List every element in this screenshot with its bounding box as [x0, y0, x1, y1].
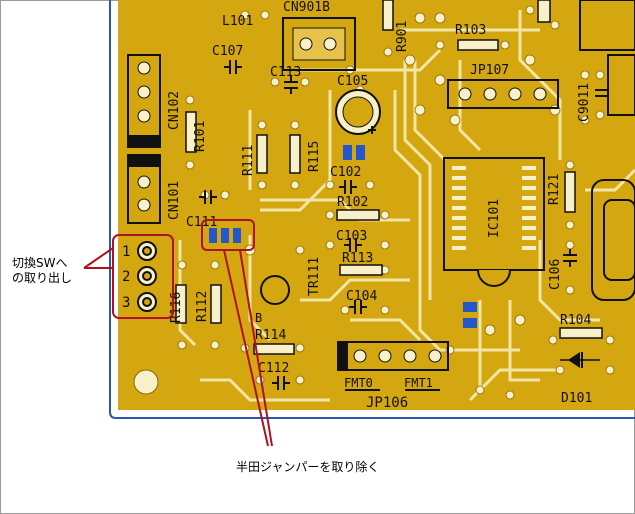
jumper-highlight [201, 219, 255, 251]
label-c113: C113 [270, 65, 301, 80]
label-r103: R103 [455, 23, 486, 38]
board-edge [109, 0, 635, 419]
jumper-pointer-left [223, 249, 269, 447]
label-pin-2: 2 [122, 269, 130, 285]
label-d101: D101 [561, 391, 592, 406]
label-c102: C102 [330, 165, 361, 180]
label-l101: L101 [222, 14, 253, 29]
silkscreen-labels: CN901B L101 C107 R901 R103 JP107 C9011 C… [122, 0, 592, 411]
label-c104: C104 [346, 289, 377, 304]
switch-callout-line1: 切換SWへ [12, 256, 68, 270]
jumper-callout: 半田ジャンパーを取り除く [236, 460, 380, 474]
label-ic101: IC101 [487, 199, 502, 238]
label-r116: R116 [169, 292, 184, 323]
switch-pins [137, 241, 157, 312]
label-r102: R102 [337, 195, 368, 210]
label-r101: R101 [193, 121, 208, 152]
label-c106: C106 [548, 259, 563, 290]
label-c103: C103 [336, 229, 367, 244]
mounting-hole [133, 369, 159, 395]
jumper-pointer-right [239, 249, 273, 447]
label-c112: C112 [258, 361, 289, 376]
label-r114: R114 [255, 328, 286, 343]
label-r115: R115 [307, 141, 322, 172]
label-c9011: C9011 [577, 83, 592, 122]
right-components [579, 0, 635, 301]
switch-callout-line2: の取り出し [12, 271, 73, 285]
label-fmt0: FMT0 [344, 376, 373, 390]
label-r901: R901 [395, 21, 410, 52]
switch-pins-highlight [112, 234, 174, 319]
label-jp106: JP106 [366, 395, 408, 411]
label-pin-1: 1 [122, 244, 130, 260]
capacitor-symbols [199, 60, 609, 390]
cn101-connector [127, 154, 161, 224]
label-tr111: TR111 [307, 257, 322, 296]
cn901b-connector [282, 17, 356, 71]
label-cn101: CN101 [167, 181, 182, 220]
jp106-header [337, 341, 449, 391]
label-r112: R112 [195, 291, 210, 322]
label-jp107: JP107 [470, 63, 509, 78]
label-cn901b: CN901B [283, 0, 330, 15]
callout-markers [83, 219, 273, 447]
cn102-connector [127, 54, 161, 148]
tr111-transistor [260, 275, 290, 305]
label-r104: R104 [560, 313, 591, 328]
c105-capacitor [335, 89, 381, 135]
label-r111: R111 [241, 145, 256, 176]
label-r113: R113 [342, 251, 373, 266]
switch-callout: 切換SWへ の取り出し [12, 256, 72, 286]
label-c107: C107 [212, 44, 243, 59]
label-b-mark: B [255, 311, 262, 325]
label-fmt1: FMT1 [404, 376, 433, 390]
pads [177, 5, 615, 400]
label-r121: R121 [547, 174, 562, 205]
d101-diode [560, 352, 600, 368]
switch-pointer-upper [83, 247, 114, 269]
ic101-chip [443, 157, 545, 287]
label-c105: C105 [337, 74, 368, 89]
jp107-header [447, 79, 559, 109]
resistors [175, 0, 603, 355]
label-cn102: CN102 [167, 91, 182, 130]
solder-jumper-pads [209, 145, 477, 328]
label-pin-3: 3 [122, 295, 130, 311]
